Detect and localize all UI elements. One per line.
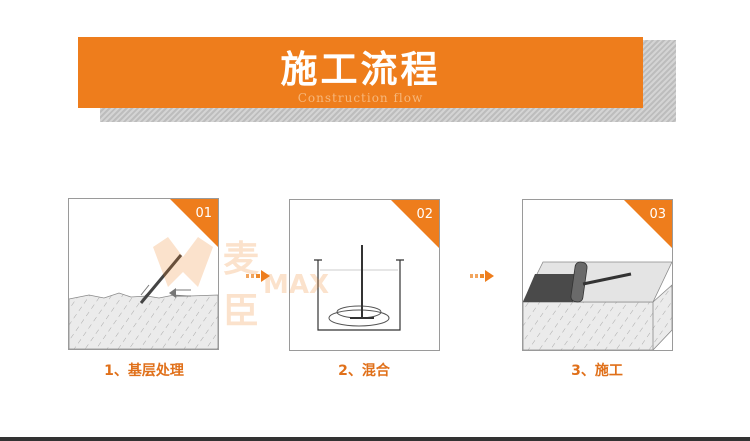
bottom-divider <box>0 437 750 441</box>
mixing-illustration <box>314 200 439 331</box>
brand-logo-icon <box>153 237 213 287</box>
step-1-number: 01 <box>195 206 212 221</box>
step-panel-1: 01 <box>68 198 219 350</box>
banner-subtitle: Construction flow <box>297 91 424 105</box>
watermark-cn: 麦臣 <box>223 239 260 332</box>
title-banner: 施工流程 Construction flow <box>78 37 643 108</box>
step-panel-2: 02 <box>289 199 440 351</box>
step-panel-3: 03 <box>522 199 673 351</box>
step-3-corner-tab <box>624 200 672 248</box>
surface-preparation-illustration <box>69 199 218 349</box>
step-2-label: 2、混合 <box>338 363 390 379</box>
step-3-number: 03 <box>649 207 666 222</box>
application-illustration <box>523 200 672 350</box>
step-2-number: 02 <box>416 207 433 222</box>
arrow-right-icon <box>246 270 270 282</box>
banner-title: 施工流程 <box>280 48 441 91</box>
watermark-en: MAX <box>263 270 330 300</box>
arrow-right-icon <box>470 270 494 282</box>
step-1-corner-tab <box>170 199 218 247</box>
step-1-label: 1、基层处理 <box>104 363 184 379</box>
step-2-corner-tab <box>391 200 439 248</box>
step-3-label: 3、施工 <box>571 363 623 379</box>
